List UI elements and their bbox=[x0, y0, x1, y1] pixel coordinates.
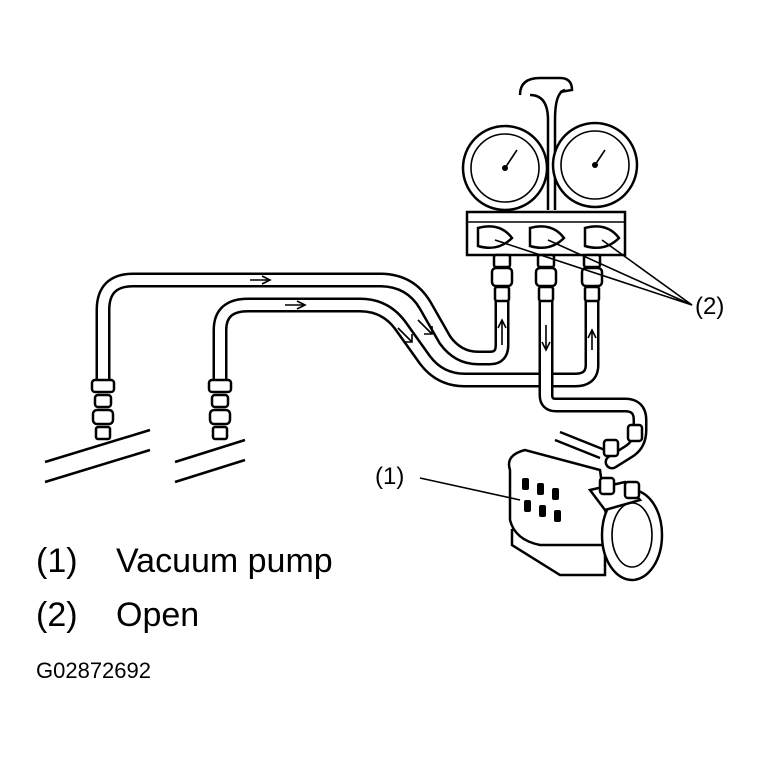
legend-item-1: (1) Vacuum pump bbox=[36, 542, 333, 581]
manifold-gauge-set bbox=[461, 76, 639, 303]
callout-valves: (2) bbox=[695, 293, 725, 320]
pump-leader-line bbox=[419, 477, 521, 501]
service-pipes bbox=[44, 428, 246, 484]
legend-number: (2) bbox=[36, 596, 78, 634]
hose-left bbox=[95, 272, 510, 393]
vacuum-pump bbox=[507, 423, 664, 582]
legend-text: Open bbox=[116, 596, 200, 634]
legend-item-2: (2) Open bbox=[36, 596, 199, 635]
legend-number: (1) bbox=[36, 542, 78, 580]
valve-leader-lines bbox=[494, 239, 693, 306]
figure-code: G02872692 bbox=[36, 658, 151, 683]
flow-arrows bbox=[250, 275, 597, 352]
legend-text: Vacuum pump bbox=[116, 542, 333, 580]
hose-pump bbox=[538, 292, 648, 470]
callout-pump: (1) bbox=[375, 463, 405, 490]
pipe-couplers bbox=[90, 378, 233, 441]
